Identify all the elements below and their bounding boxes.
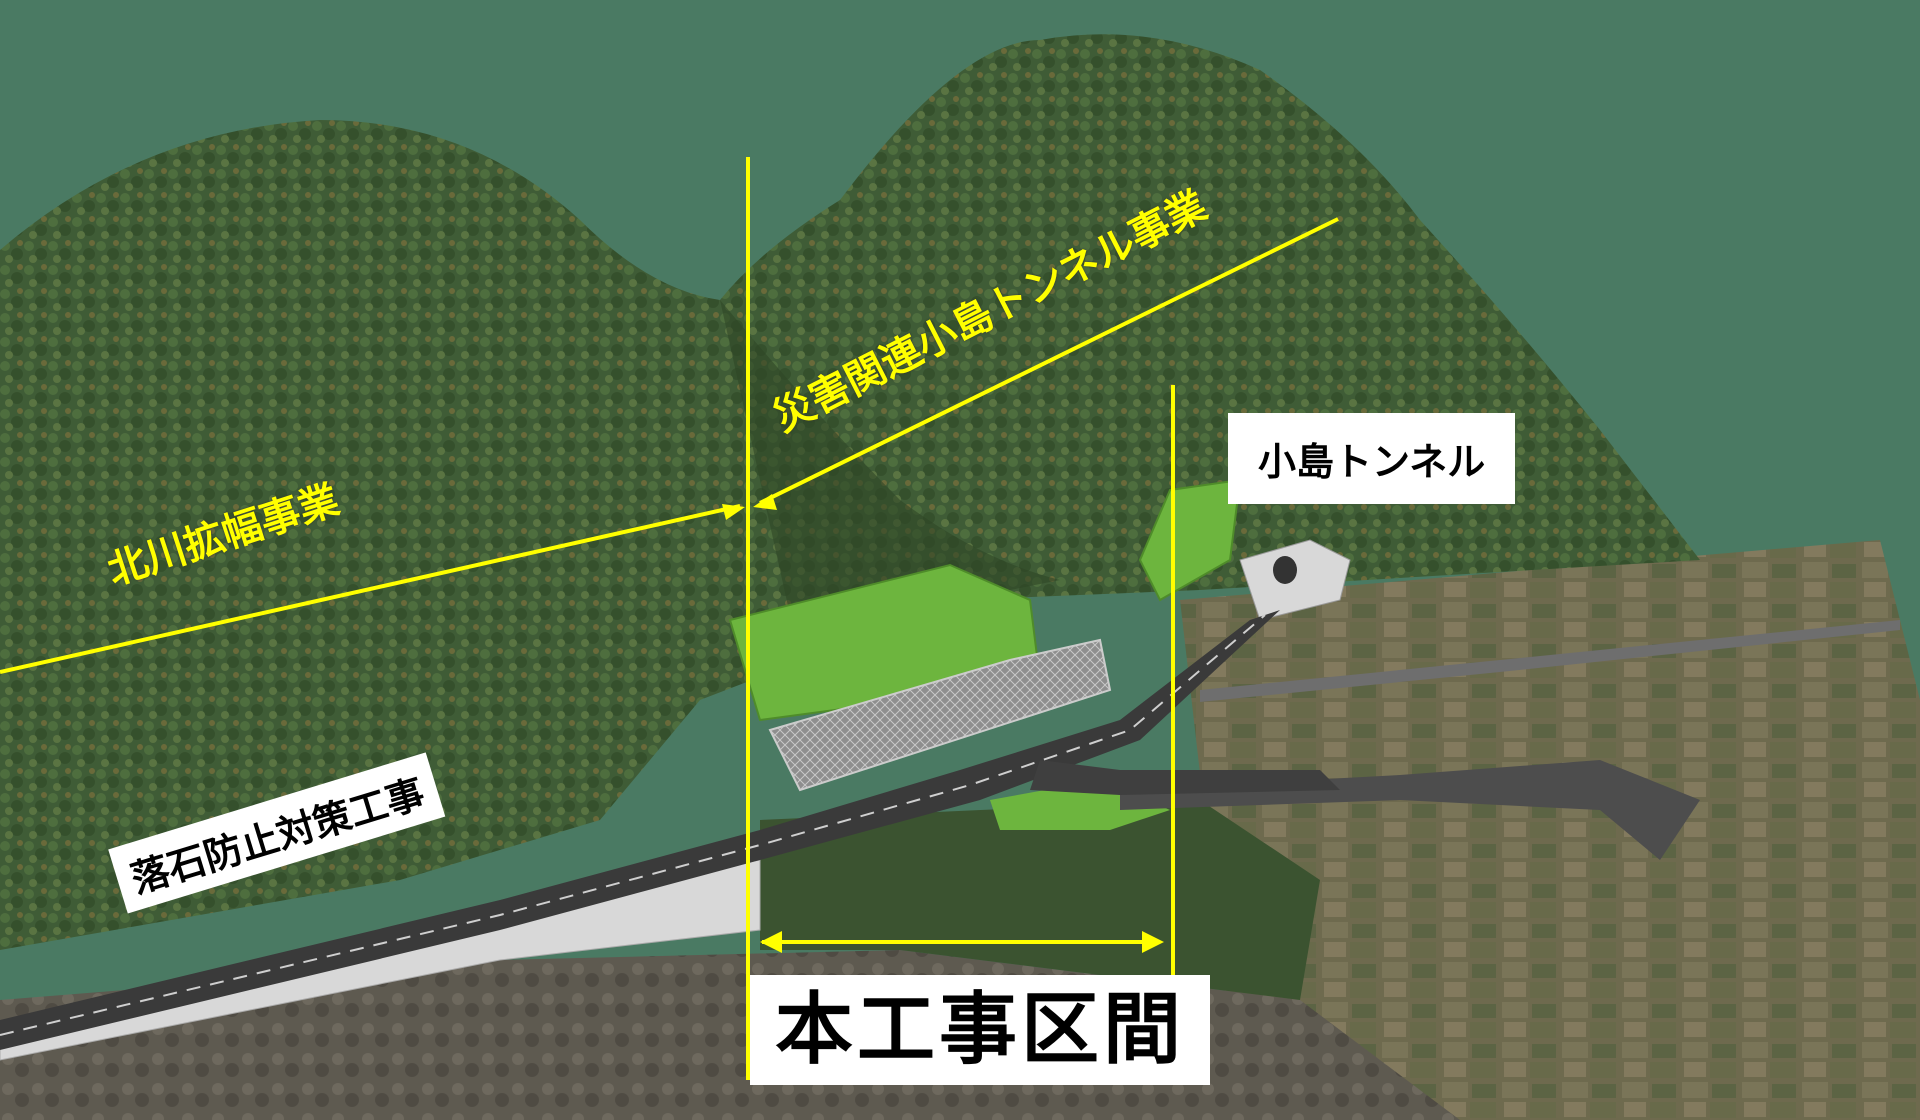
tunnel-project-line	[759, 217, 1339, 505]
arrowhead	[753, 494, 777, 510]
junction-road	[1030, 760, 1340, 795]
construction-section-label: 本工事区間	[750, 975, 1210, 1085]
arrowhead	[760, 931, 782, 953]
main-road	[0, 610, 1280, 1050]
ridge-shading	[720, 300, 1060, 660]
lower-vegetation	[760, 800, 1320, 1000]
rockfall-fence	[768, 638, 1112, 792]
kojima-tunnel-label: 小島トンネル	[1228, 413, 1516, 504]
kitagawa-project-line	[0, 504, 741, 674]
arrowhead	[722, 504, 745, 520]
annotation-arrowheads	[722, 494, 1164, 953]
upper-local-road	[1200, 620, 1900, 702]
tunnel-portal-structure	[1239, 539, 1351, 621]
road-centerline	[0, 614, 1266, 1036]
arrowhead	[1142, 931, 1164, 953]
annotation-lines	[0, 157, 1339, 1080]
tunnel-portal-opening	[1273, 556, 1297, 584]
